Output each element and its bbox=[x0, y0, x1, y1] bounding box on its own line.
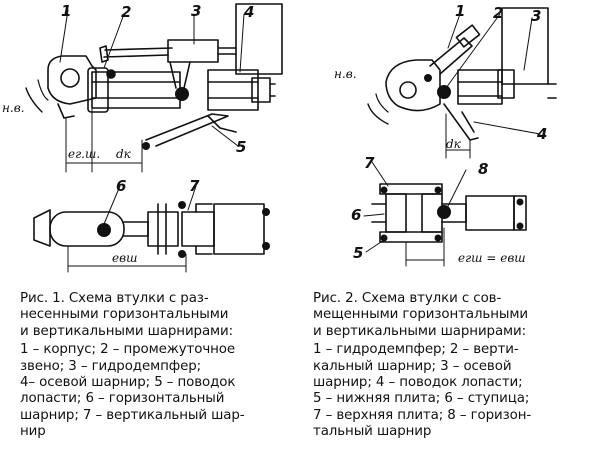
caption-line: мещенными горизонтальными bbox=[313, 307, 528, 323]
legend-line: 4– осевой шарнир; 5 – поводок bbox=[20, 375, 236, 391]
legend-line: лопасти; 6 – горизонтальный bbox=[20, 391, 225, 407]
fig1-dim-egsh: eг.ш. bbox=[68, 147, 100, 161]
fig2-side-view bbox=[367, 7, 557, 159]
legend-line: 1 – гидродемпфер; 2 – верти- bbox=[313, 342, 519, 358]
caption-line: Рис. 1. Схема втулки с раз- bbox=[20, 291, 209, 306]
fig2-rotation-label: н.в. bbox=[334, 67, 357, 81]
fig2-dim-dk: dк bbox=[446, 137, 462, 151]
fig2-label-6: 6 bbox=[351, 206, 361, 224]
fig2-dim-egsh-evsh: eгш = eвш bbox=[458, 251, 526, 265]
figures-area: 1 2 3 4 5 6 7 н.в. eг.ш. dк eвш 1 2 3 4 … bbox=[2, 2, 557, 273]
fig2-label-7: 7 bbox=[364, 154, 375, 172]
fig1-label-1: 1 bbox=[61, 2, 71, 20]
fig1-label-7: 7 bbox=[189, 177, 200, 195]
legend-line: 1 – корпус; 2 – промежуточное bbox=[20, 342, 236, 358]
legend-line: нир bbox=[20, 424, 46, 440]
legend-line: тальный шарнир bbox=[313, 424, 432, 440]
legend-line: шарнир; 7 – вертикальный шар- bbox=[20, 407, 245, 423]
caption-line: и вертикальными шарнирами: bbox=[313, 323, 527, 339]
fig1-plan-view bbox=[33, 203, 269, 273]
figure1-caption-title: Рис. 1. Схема втулки с раз- несенными го… bbox=[20, 291, 300, 340]
fig1-rotation-label: н.в. bbox=[2, 101, 25, 115]
caption-line: несенными горизонтальными bbox=[20, 307, 229, 323]
figure1-caption: Рис. 1. Схема втулки с раз- несенными го… bbox=[20, 291, 300, 441]
fig2-label-8: 8 bbox=[478, 160, 488, 178]
fig2-label-5: 5 bbox=[353, 244, 363, 262]
legend-line: 7 – верхняя плита; 8 – горизон- bbox=[313, 407, 532, 423]
fig1-side-view bbox=[25, 3, 283, 173]
technical-drawings: 1 2 3 4 5 6 7 н.в. eг.ш. dк eвш 1 2 3 4 … bbox=[2, 2, 557, 273]
fig2-label-2: 2 bbox=[493, 4, 503, 22]
figure2-caption-title: Рис. 2. Схема втулки с сов- мещенными го… bbox=[313, 291, 601, 340]
leader-lines bbox=[59, 9, 541, 253]
fig1-label-4: 4 bbox=[243, 3, 254, 21]
fig1-dim-evsh: eвш bbox=[112, 251, 137, 265]
fig2-label-3: 3 bbox=[531, 7, 541, 25]
fig2-label-1: 1 bbox=[455, 2, 465, 20]
fig1-label-3: 3 bbox=[191, 2, 201, 20]
legend-line: звено; 3 – гидродемпфер; bbox=[20, 358, 202, 374]
legend-line: 5 – нижняя плита; 6 – ступица; bbox=[313, 391, 530, 407]
fig1-label-6: 6 bbox=[116, 177, 126, 195]
fig1-label-2: 2 bbox=[121, 3, 131, 21]
fig2-plan-view bbox=[371, 183, 527, 267]
caption-line: Рис. 2. Схема втулки с сов- bbox=[313, 291, 502, 306]
figure2-caption: Рис. 2. Схема втулки с сов- мещенными го… bbox=[313, 291, 601, 441]
legend-line: кальный шарнир; 3 – осевой bbox=[313, 358, 512, 374]
caption-line: и вертикальными шарнирами: bbox=[20, 323, 234, 339]
fig1-dim-dk: dк bbox=[116, 147, 132, 161]
legend-line: шарнир; 4 – поводок лопасти; bbox=[313, 375, 523, 391]
fig1-label-5: 5 bbox=[236, 138, 246, 156]
fig2-label-4: 4 bbox=[536, 125, 547, 143]
